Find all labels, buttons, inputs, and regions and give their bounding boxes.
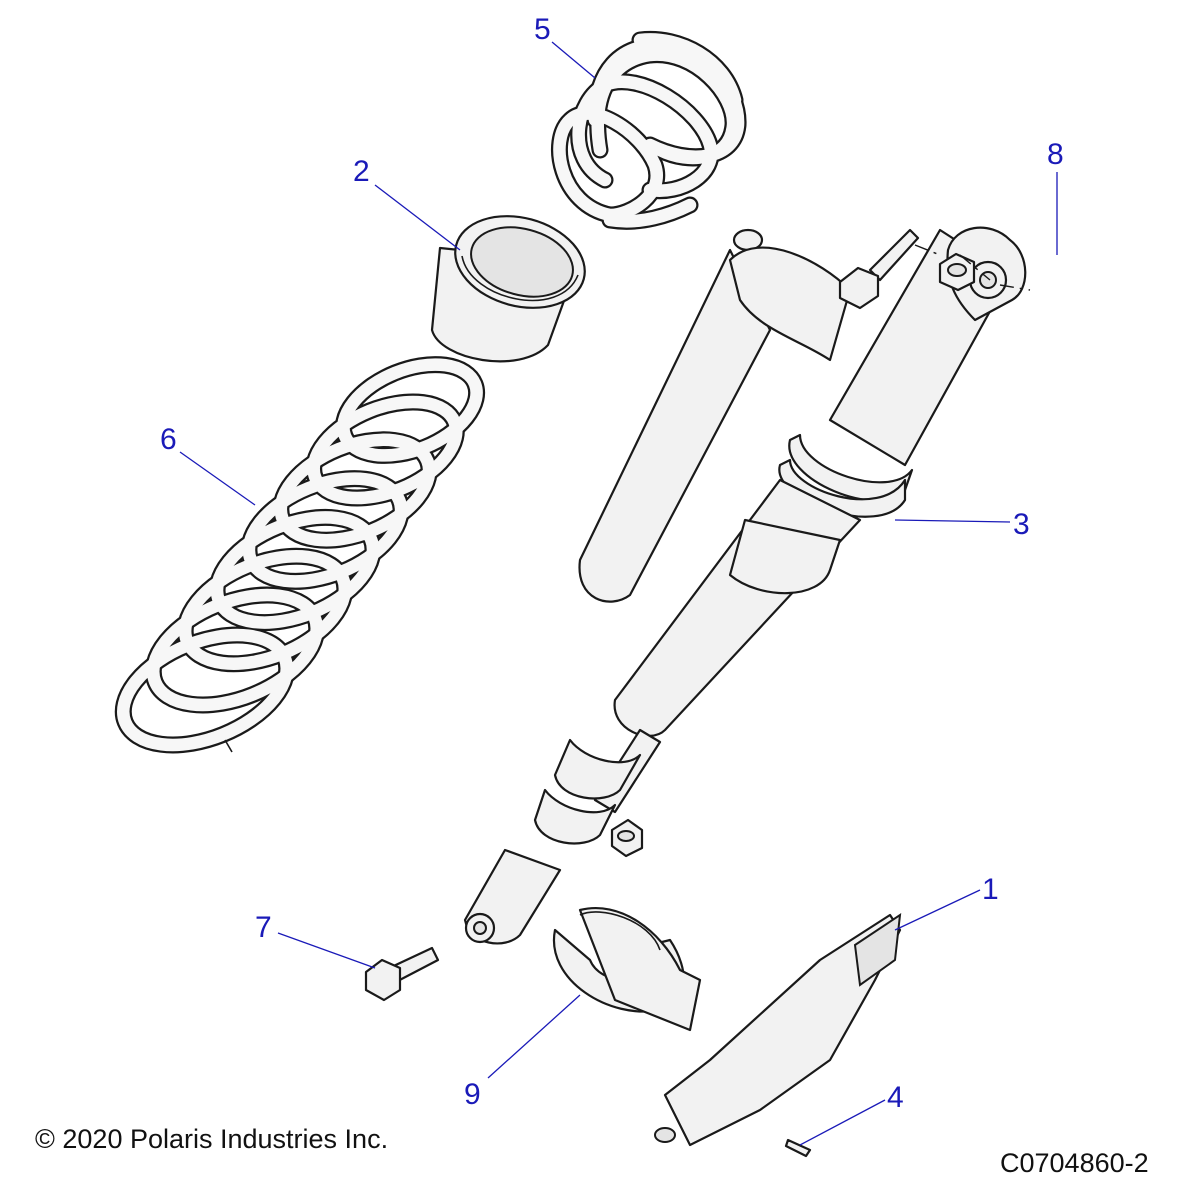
callout-5: 5: [534, 13, 551, 46]
callout-6: 6: [160, 423, 177, 456]
callout-2: 2: [353, 155, 370, 188]
shock-assembly-part: [463, 226, 1027, 945]
leader-2: [374, 184, 461, 251]
small-screw-part: [784, 1138, 812, 1158]
callout-9: 9: [464, 1078, 481, 1111]
leader-4: [799, 1099, 886, 1146]
callout-4: 4: [887, 1081, 904, 1114]
shock-guard-part: [654, 912, 902, 1147]
main-coil-spring-part: [114, 356, 486, 754]
callout-1: 1: [982, 873, 999, 906]
leader-5: [551, 41, 596, 79]
leader-6: [179, 451, 256, 506]
callout-8: 8: [1047, 138, 1064, 171]
copyright-text: © 2020 Polaris Industries Inc.: [35, 1124, 389, 1154]
lower-bolt-part: [364, 946, 440, 1002]
drawing-number: C0704860-2: [1000, 1148, 1149, 1178]
top-nut-part: [938, 252, 976, 292]
callout-3: 3: [1013, 508, 1030, 541]
leader-7: [277, 932, 376, 969]
leader-3: [894, 519, 1011, 523]
callout-7: 7: [255, 911, 272, 944]
spring-coupler-part: [430, 215, 586, 363]
spring-retainer-part: [552, 907, 702, 1032]
leader-9: [487, 994, 581, 1079]
top-bolt-part: [838, 228, 1031, 310]
leader-1: [894, 889, 981, 931]
upper-spring-part: [550, 30, 747, 230]
